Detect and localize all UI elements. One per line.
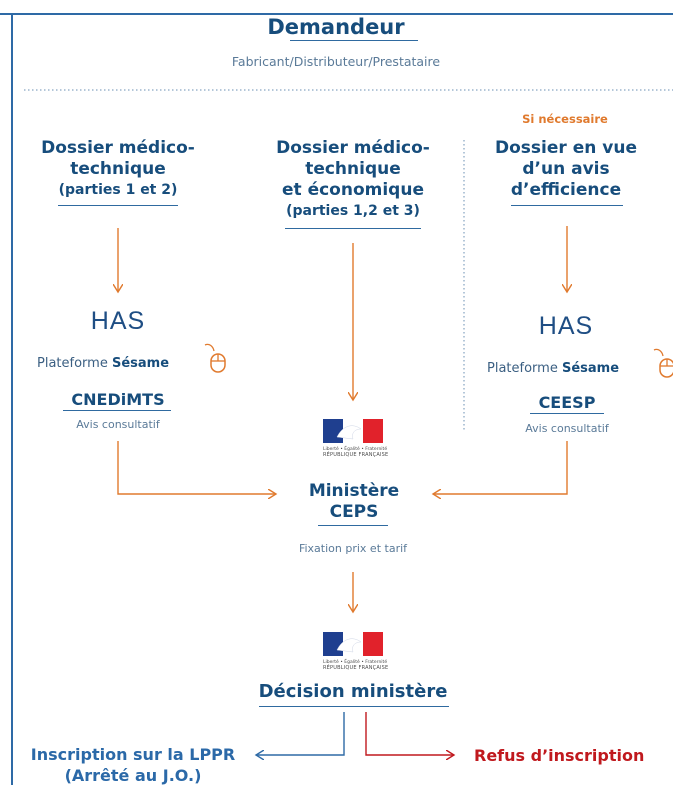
cnedimts-underline bbox=[63, 410, 171, 411]
demandeur-subtitle: Fabricant/Distributeur/Prestataire bbox=[231, 54, 441, 69]
right-title-underline bbox=[511, 205, 623, 206]
left-note: Avis consultatif bbox=[76, 418, 160, 431]
flag-name-2: RÉPUBLIQUE FRANÇAISE bbox=[323, 665, 389, 671]
right-platform-name: Sésame bbox=[561, 361, 620, 376]
middle-title-line-2: technique bbox=[305, 159, 401, 179]
middle-title-underline bbox=[285, 228, 421, 229]
flag-icon bbox=[323, 419, 383, 443]
middle-title-line-3: et économique bbox=[282, 180, 424, 200]
left-title-line-2: technique bbox=[70, 159, 166, 179]
mouse-icon bbox=[204, 343, 226, 373]
cnedimts-label: CNEDiMTS bbox=[71, 390, 165, 409]
left-platform: Plateforme Sésame bbox=[37, 356, 237, 371]
frame-top-border bbox=[0, 13, 673, 15]
republique-francaise-logo-2: Liberté • Égalité • Fraternité RÉPUBLIQU… bbox=[323, 632, 389, 672]
demandeur-underline bbox=[290, 40, 418, 41]
right-note: Avis consultatif bbox=[525, 422, 609, 435]
left-platform-name: Sésame bbox=[111, 356, 170, 371]
right-platform-prefix: Plateforme bbox=[487, 361, 562, 376]
ministere-block: Ministère CEPS bbox=[274, 481, 434, 523]
right-title-line-2: d’un avis bbox=[522, 159, 610, 179]
middle-dossier-title: Dossier médico- technique et économique … bbox=[243, 138, 463, 222]
ceesp-label: CEESP bbox=[538, 393, 596, 412]
decision-underline bbox=[259, 706, 449, 707]
left-title-line-3: (parties 1 et 2) bbox=[58, 182, 178, 198]
right-title-line-1: Dossier en vue bbox=[495, 138, 637, 158]
left-platform-prefix: Plateforme bbox=[37, 356, 112, 371]
arrow-to-inscription bbox=[256, 712, 345, 755]
flag-name: RÉPUBLIQUE FRANÇAISE bbox=[323, 452, 389, 458]
arrow-right-to-ministry bbox=[433, 441, 568, 494]
right-platform: Plateforme Sésame bbox=[487, 361, 657, 376]
ministere-line-1: Ministère bbox=[308, 481, 400, 501]
right-dossier-title: Dossier en vue d’un avis d’efficience bbox=[467, 138, 665, 201]
right-title-line-3: d’efficience bbox=[510, 180, 622, 200]
decision-title: Décision ministère bbox=[258, 681, 448, 702]
arrow-left-to-ministry bbox=[117, 441, 276, 494]
left-dossier-title: Dossier médico- technique (parties 1 et … bbox=[10, 138, 226, 201]
flag-motto-2: Liberté • Égalité • Fraternité bbox=[323, 660, 388, 665]
left-title-underline bbox=[58, 205, 178, 206]
ministere-line-2: CEPS bbox=[329, 502, 379, 522]
left-title-line-1: Dossier médico- bbox=[41, 138, 195, 158]
ministere-note: Fixation prix et tarif bbox=[298, 542, 408, 555]
middle-title-line-4: (parties 1,2 et 3) bbox=[286, 203, 420, 219]
republique-francaise-logo-1: Liberté • Égalité • Fraternité RÉPUBLIQU… bbox=[323, 419, 389, 459]
inscription-line-1: Inscription sur la LPPR bbox=[30, 745, 236, 764]
frame-left-border bbox=[11, 13, 13, 785]
refus-outcome: Refus d’inscription bbox=[474, 746, 645, 765]
arrow-to-refus bbox=[365, 712, 454, 755]
flag-icon-2 bbox=[323, 632, 383, 656]
inscription-outcome: Inscription sur la LPPR (Arrêté au J.O.) bbox=[8, 744, 258, 786]
inscription-line-2: (Arrêté au J.O.) bbox=[64, 766, 202, 785]
demandeur-title: Demandeur bbox=[267, 15, 405, 39]
left-has-logo: HAS bbox=[90, 307, 146, 335]
middle-title-line-1: Dossier médico- bbox=[276, 138, 430, 158]
si-necessaire-tag: Si nécessaire bbox=[522, 112, 608, 126]
ceesp-underline bbox=[530, 413, 604, 414]
mouse-icon-right bbox=[653, 348, 673, 378]
flag-motto: Liberté • Égalité • Fraternité bbox=[323, 447, 388, 452]
right-has-logo: HAS bbox=[538, 312, 594, 340]
ministere-underline bbox=[318, 525, 388, 526]
